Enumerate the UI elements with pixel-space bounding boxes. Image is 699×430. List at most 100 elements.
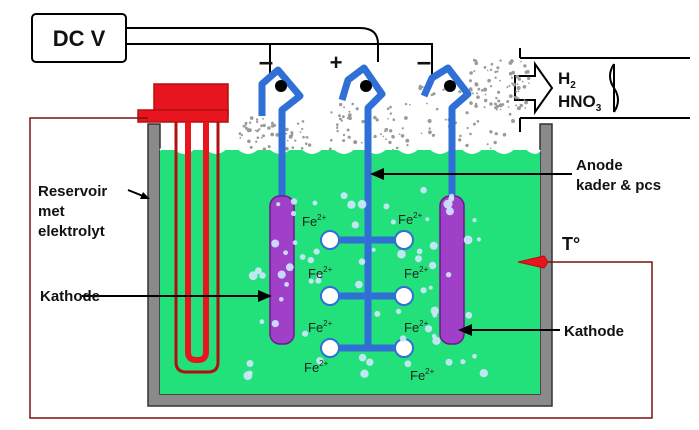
mist-particle [301, 127, 304, 131]
mist-particle [517, 77, 522, 81]
label-cathode-left: Kathode [40, 288, 100, 305]
mist-particle [338, 114, 341, 118]
mist-particle [493, 140, 497, 145]
mist-particle [405, 138, 410, 143]
bubble [358, 353, 367, 362]
mist-particle [373, 134, 377, 139]
bubble [416, 248, 423, 255]
temperature-sensor [517, 255, 549, 269]
label-reservoir-line3: elektrolyt [38, 223, 105, 240]
mist-particle [404, 116, 408, 120]
control-wire-loop [29, 117, 653, 419]
mist-particle [342, 139, 346, 143]
mist-particle [285, 132, 288, 135]
bubble [358, 258, 366, 266]
mist-particle [360, 141, 363, 144]
mist-particle [262, 123, 266, 128]
mist-particle [384, 127, 389, 132]
mist-particle [401, 127, 404, 130]
mist-particle [501, 103, 505, 106]
mist-particle [375, 118, 379, 122]
mist-particle [517, 97, 520, 100]
mist-particle [248, 121, 252, 124]
anode-frame [332, 236, 402, 352]
fe-ion-1: Fe2+ [302, 213, 327, 229]
label-anode-line2: kader & pcs [576, 177, 661, 194]
mist-particle [465, 111, 469, 115]
mist-particle [239, 136, 242, 139]
mist-particle [244, 126, 248, 130]
bubble [357, 199, 367, 209]
bubble [445, 358, 453, 366]
mist-particle [242, 124, 246, 128]
mist-particle [469, 132, 472, 136]
bubble [299, 254, 306, 260]
fe-ion-8: Fe2+ [410, 367, 435, 383]
mist-particle [523, 99, 526, 101]
bubble [445, 272, 452, 278]
mist-particle [340, 119, 343, 122]
mist-particle [428, 130, 432, 135]
bubble [479, 369, 488, 378]
cathode-right [439, 195, 465, 345]
mist-particle [458, 90, 462, 94]
mist-particle [507, 106, 510, 108]
mist-particle [256, 129, 259, 133]
mist-particle [380, 133, 382, 136]
mist-particle [475, 59, 478, 62]
mist-particle [248, 128, 252, 133]
mist-particle [299, 131, 302, 134]
mist-particle [489, 102, 493, 106]
mist-particle [255, 140, 258, 143]
bubble [430, 306, 439, 315]
mist-particle [294, 139, 297, 142]
mist-particle [420, 132, 423, 135]
mist-particle [524, 100, 528, 105]
power-supply-label: DC V [53, 26, 106, 51]
mist-particle [506, 86, 509, 89]
exhaust-gas-h2: H2 [558, 69, 576, 91]
mist-particle [426, 102, 428, 105]
mist-particle [489, 85, 493, 88]
mist-particle [339, 102, 343, 107]
mist-particle [469, 101, 473, 105]
mist-particle [305, 136, 308, 139]
mist-particle [346, 128, 350, 132]
mist-particle [494, 76, 497, 79]
fe-ion-7: Fe2+ [304, 359, 329, 375]
hydrogen-bubbles [243, 186, 488, 381]
bubble [371, 247, 376, 252]
bubble [347, 200, 356, 209]
mist-particle [418, 86, 423, 91]
mist-particle [486, 69, 489, 72]
bubble [420, 287, 427, 294]
mist-particle [515, 74, 519, 79]
mist-particle [409, 103, 411, 106]
mist-particle [290, 131, 294, 135]
mist-particle [475, 102, 478, 105]
mist-particle [244, 121, 248, 125]
bubble [315, 277, 322, 284]
bubble [390, 219, 396, 225]
mist-particle [510, 76, 513, 79]
mist-particle [389, 129, 393, 133]
mist-particle [247, 139, 251, 144]
mist-particle [262, 134, 265, 138]
mist-particle [513, 96, 516, 99]
bubble [290, 198, 298, 205]
bubble [465, 311, 473, 319]
dc-power-supply-box [31, 13, 127, 63]
mist-particle [343, 106, 346, 109]
fe-ion-4: Fe2+ [404, 265, 429, 281]
bubble [313, 248, 320, 255]
mist-particle [361, 119, 365, 124]
mist-particle [391, 135, 395, 139]
mist-particle [336, 129, 339, 133]
mist-particle [474, 104, 478, 108]
mist-particle [468, 87, 473, 91]
mist-particle [489, 130, 493, 134]
mist-particle [406, 144, 409, 147]
mist-particle [389, 105, 392, 109]
mist-particle [386, 107, 390, 110]
mist-particle [285, 146, 289, 151]
